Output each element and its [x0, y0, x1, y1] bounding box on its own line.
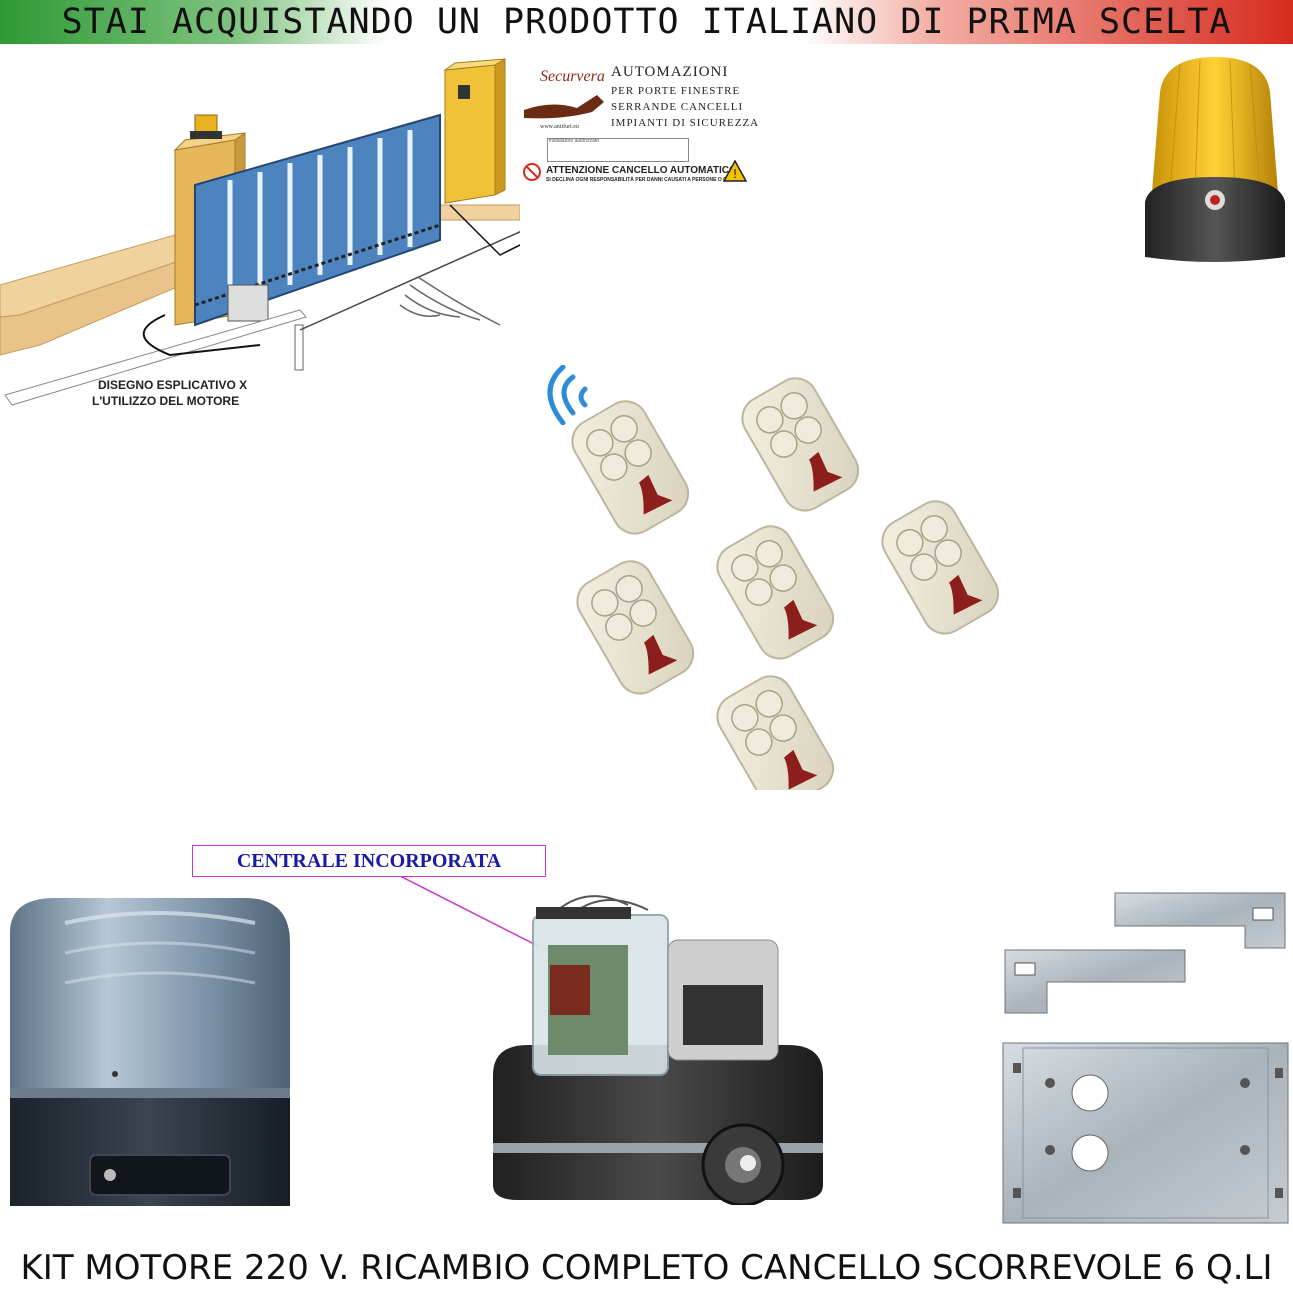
sign-line-2: SERRANDE CANCELLI [611, 101, 744, 113]
motor-with-control-unit-image [493, 895, 823, 1205]
wireless-signal-icon [547, 365, 588, 425]
banner-text: STAI ACQUISTANDO UN PRODOTTO ITALIANO DI… [61, 2, 1232, 42]
gate-illustration [0, 58, 520, 406]
warning-sign [517, 60, 749, 186]
motor-housing-image [10, 898, 290, 1206]
svg-text:!: ! [733, 167, 738, 181]
hazard-triangle-icon: ! [723, 160, 747, 182]
remote-5 [568, 552, 703, 703]
remote-3 [708, 517, 843, 668]
sign-brand: Securvera [540, 68, 605, 85]
no-entry-icon [523, 163, 541, 181]
sign-warning-sub: SI DECLINA OGNI RESPONSABILITÀ PER DANNI… [546, 177, 738, 183]
callout-box [192, 845, 546, 877]
remote-6 [708, 667, 843, 790]
product-title: KIT MOTORE 220 V. RICAMBIO COMPLETO CANC… [20, 1248, 1273, 1288]
remote-4 [873, 492, 1008, 643]
sign-url: www.antifurt.eu [540, 124, 579, 130]
sign-warning: ATTENZIONE CANCELLO AUTOMATICO [546, 165, 737, 176]
mounting-brackets-image [1002, 892, 1289, 1224]
sign-line-3: IMPIANTI DI SICUREZZA [611, 117, 760, 129]
callout-text: CENTRALE INCORPORATA [236, 850, 502, 872]
dog-logo-icon [524, 95, 604, 119]
remote-1 [563, 392, 698, 543]
gate-caption: DISEGNO ESPLICATIVO X L'UTILIZZO DEL MOT… [92, 377, 248, 409]
sign-line-1: PER PORTE FINESTRE [611, 85, 741, 97]
sign-title: AUTOMAZIONI [611, 64, 729, 80]
gate-caption-line1: DISEGNO ESPLICATIVO X [98, 378, 248, 392]
italian-flag-banner [0, 0, 1293, 44]
remote-2 [733, 370, 868, 520]
installer-box [547, 138, 689, 162]
callout-pointer [399, 876, 539, 947]
flashing-lamp-image [1145, 57, 1285, 262]
installer-label: installatore autorizzato [549, 138, 600, 144]
remote-controls-group [563, 370, 1008, 790]
gate-caption-line2: L'UTILIZZO DEL MOTORE [92, 394, 240, 408]
